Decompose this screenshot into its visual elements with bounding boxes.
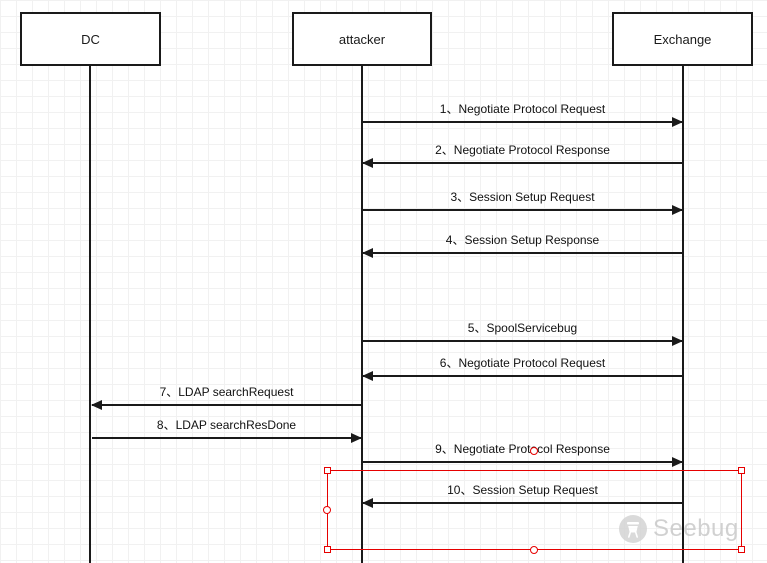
message-7-label: 7、LDAP searchRequest	[159, 385, 294, 399]
arrow-right-icon	[363, 336, 683, 346]
message-6-label: 6、Negotiate Protocol Request	[439, 356, 606, 370]
message-5-label: 5、SpoolServicebug	[467, 321, 578, 335]
message-5[interactable]: 5、SpoolServicebug	[363, 321, 683, 346]
message-2-label: 2、Negotiate Protocol Response	[435, 143, 610, 157]
message-1-label: 1、Negotiate Protocol Request	[439, 102, 606, 116]
seebug-logo-icon	[619, 515, 647, 543]
message-3-label: 3、Session Setup Request	[450, 190, 595, 204]
lifeline-attacker[interactable]	[361, 66, 363, 563]
edge-handle-top[interactable]	[530, 447, 538, 455]
lifeline-dc[interactable]	[89, 66, 91, 563]
actor-label-dc: DC	[81, 31, 100, 47]
message-8-label: 8、LDAP searchResDone	[156, 418, 297, 432]
arrow-left-icon	[362, 371, 682, 381]
message-10-label: 10、Session Setup Request	[447, 483, 598, 497]
resize-handle-bottom-right[interactable]	[738, 546, 745, 553]
message-3[interactable]: 3、Session Setup Request	[363, 190, 683, 215]
watermark-text: Seebug	[653, 515, 739, 542]
message-4[interactable]: 4、Session Setup Response	[362, 233, 682, 258]
arrow-right-icon	[363, 205, 683, 215]
message-1[interactable]: 1、Negotiate Protocol Request	[363, 102, 683, 127]
arrow-left-icon	[362, 248, 682, 258]
arrow-left-icon	[91, 400, 361, 410]
message-4-label: 4、Session Setup Response	[445, 233, 600, 247]
arrow-left-icon	[362, 498, 682, 508]
actor-label-attacker: attacker	[338, 31, 386, 47]
seebug-watermark: Seebug	[618, 514, 739, 544]
actor-box-exchange[interactable]: Exchange	[612, 12, 753, 66]
resize-handle-top-left[interactable]	[324, 467, 331, 474]
lifeline-exchange[interactable]	[682, 66, 684, 563]
actor-box-attacker[interactable]: attacker	[292, 12, 432, 66]
edge-handle-bottom[interactable]	[530, 546, 538, 554]
message-8[interactable]: 8、LDAP searchResDone	[92, 418, 362, 443]
actor-label-exchange: Exchange	[653, 31, 712, 47]
arrow-right-icon	[363, 457, 683, 467]
message-7[interactable]: 7、LDAP searchRequest	[91, 385, 361, 410]
resize-handle-top-right[interactable]	[738, 467, 745, 474]
message-9[interactable]: 9、Negotiate Protocol Response	[363, 442, 683, 467]
message-6[interactable]: 6、Negotiate Protocol Request	[362, 356, 682, 381]
resize-handle-bottom-left[interactable]	[324, 546, 331, 553]
arrow-right-icon	[92, 433, 362, 443]
message-10[interactable]: 10、Session Setup Request	[362, 483, 682, 508]
edge-handle-left[interactable]	[323, 506, 331, 514]
message-9-label: 9、Negotiate Protocol Response	[435, 442, 610, 456]
arrow-left-icon	[362, 158, 682, 168]
actor-box-dc[interactable]: DC	[20, 12, 161, 66]
message-2[interactable]: 2、Negotiate Protocol Response	[362, 143, 682, 168]
arrow-right-icon	[363, 117, 683, 127]
